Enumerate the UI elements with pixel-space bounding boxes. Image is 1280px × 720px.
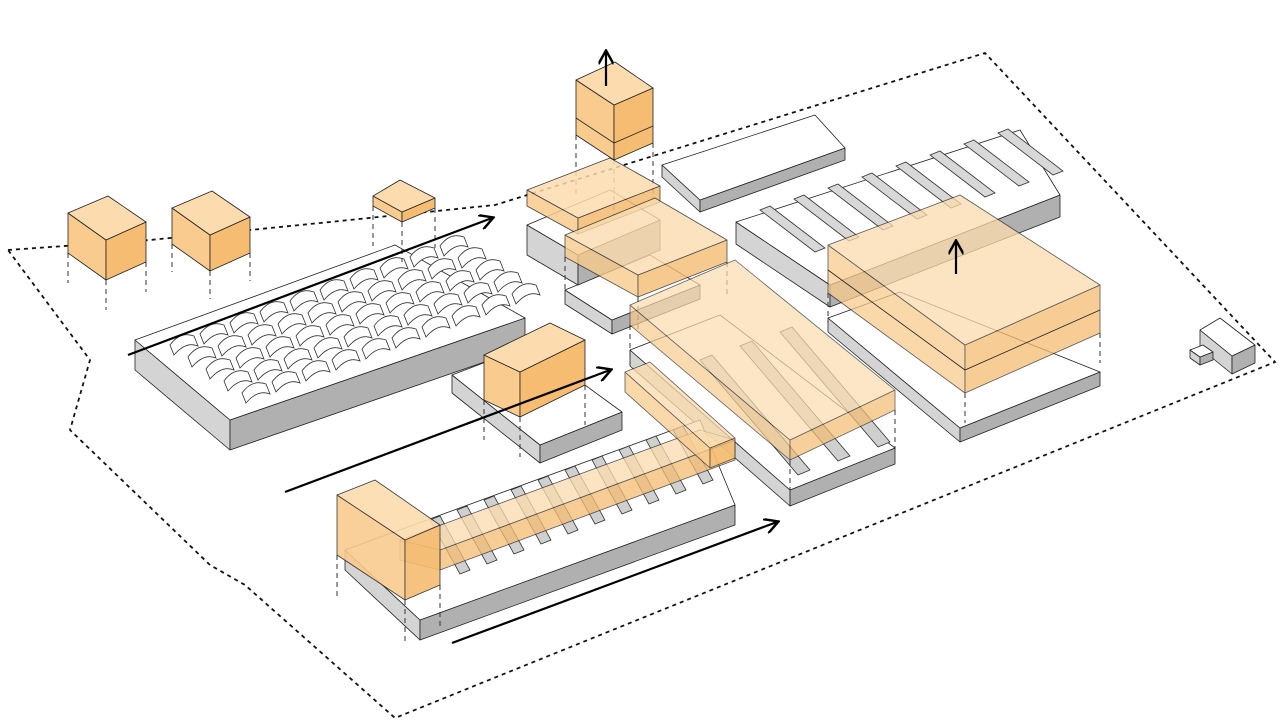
roof-ridge: [929, 150, 996, 198]
sawtooth-roof-module: [277, 313, 307, 335]
sawtooth-roof-module: [223, 370, 253, 392]
roof-ridge: [963, 139, 1030, 187]
proposed-linear-arm: [624, 361, 736, 469]
sawtooth-roof-module: [229, 312, 259, 334]
sawtooth-roof-module: [481, 294, 511, 316]
proposed-roof-extension-top-face: [526, 157, 661, 219]
existing-long-slab: [661, 114, 846, 213]
sawtooth-roof-module: [433, 293, 463, 315]
sawtooth-roof-module: [331, 349, 361, 371]
existing-annex-top-face: [1189, 344, 1214, 358]
movement-arrow-icon: [451, 522, 777, 645]
sawtooth-roof-module: [241, 382, 271, 404]
proposed-cube-2-top-face: [171, 190, 251, 236]
proposed-central-canopy-top-face: [629, 259, 896, 441]
sawtooth-roof-module: [493, 271, 523, 293]
sawtooth-roof-module: [397, 269, 427, 291]
proposed-tower-top-face: [575, 61, 654, 106]
proposed-infill-block-top-face: [483, 322, 586, 373]
sawtooth-roof-module: [343, 326, 373, 348]
sawtooth-roof-module: [265, 336, 295, 358]
movement-arrow-icon: [127, 218, 492, 357]
sawtooth-roof-module: [403, 304, 433, 326]
sawtooth-roof-module: [427, 258, 457, 280]
proposed-linear-arm-top-face: [624, 361, 736, 449]
sawtooth-roof-module: [325, 314, 355, 336]
sawtooth-roof-module: [385, 292, 415, 314]
proposed-corner-block-top-face: [336, 479, 441, 541]
sawtooth-roof-module: [169, 334, 199, 356]
proposed-small-house-top-face: [372, 179, 436, 213]
proposed-tower: [575, 61, 654, 161]
proposed-right-volume-top-face: [827, 194, 1101, 346]
existing-annex: [1189, 344, 1214, 366]
sawtooth-roof-module: [451, 305, 481, 327]
movement-arrows: [127, 52, 956, 645]
sawtooth-roof-module: [295, 325, 325, 347]
movement-arrow-icon: [284, 370, 610, 494]
sawtooth-roof-module: [349, 268, 379, 290]
existing-small-house: [1199, 317, 1256, 375]
sawtooth-roof-module: [205, 358, 235, 380]
sawtooth-roof-module: [187, 346, 217, 368]
sawtooth-roof-module: [511, 283, 541, 305]
sawtooth-roof-module: [199, 323, 229, 345]
sawtooth-roof-module: [259, 301, 289, 323]
proposed-corner-block: [336, 479, 441, 601]
sawtooth-roof-module: [247, 324, 277, 346]
sawtooth-roof-module: [337, 291, 367, 313]
volume-floor-line: [827, 269, 1101, 371]
proposed-right-volume: [827, 194, 1101, 394]
tower-floor-line: [575, 117, 654, 144]
sawtooth-roof-module: [463, 282, 493, 304]
sawtooth-roof-module: [313, 337, 343, 359]
sawtooth-roof-module: [217, 335, 247, 357]
roof-ridge: [759, 205, 826, 253]
sawtooth-roof-module: [253, 359, 283, 381]
existing-small-house-top-face: [1199, 317, 1256, 357]
sawtooth-roof-module: [475, 259, 505, 281]
sawtooth-roof-module: [415, 281, 445, 303]
sawtooth-roof-module: [235, 347, 265, 369]
existing-long-slab-top-face: [661, 114, 846, 201]
proposed-central-canopy: [629, 259, 896, 461]
proposed-middle-volume: [564, 197, 728, 298]
sawtooth-roof-module: [439, 235, 469, 257]
proposed-volumes: [67, 61, 1101, 645]
sawtooth-roof-module: [409, 246, 439, 268]
proposed-middle-volume-top-face: [564, 197, 728, 276]
proposed-cube-1: [67, 195, 147, 281]
sawtooth-roof-module: [283, 348, 313, 370]
sawtooth-roof-module: [361, 338, 391, 360]
sawtooth-roof-module: [457, 247, 487, 269]
sawtooth-roof-module: [373, 315, 403, 337]
sawtooth-roof-module: [307, 302, 337, 324]
sawtooth-roof-module: [391, 327, 421, 349]
sawtooth-roof-module: [379, 257, 409, 279]
proposed-cube-1-top-face: [67, 195, 147, 241]
sawtooth-roof-module: [445, 270, 475, 292]
sawtooth-roof-module: [289, 290, 319, 312]
sawtooth-roof-module: [271, 371, 301, 393]
sawtooth-roof-module: [355, 303, 385, 325]
proposed-cube-2: [171, 190, 251, 272]
sawtooth-roof-module: [319, 279, 349, 301]
sawtooth-roof-module: [421, 316, 451, 338]
proposed-small-house: [372, 179, 436, 223]
roof-ridge: [997, 128, 1064, 176]
sawtooth-roof-module: [367, 280, 397, 302]
sawtooth-roof-module: [301, 360, 331, 382]
